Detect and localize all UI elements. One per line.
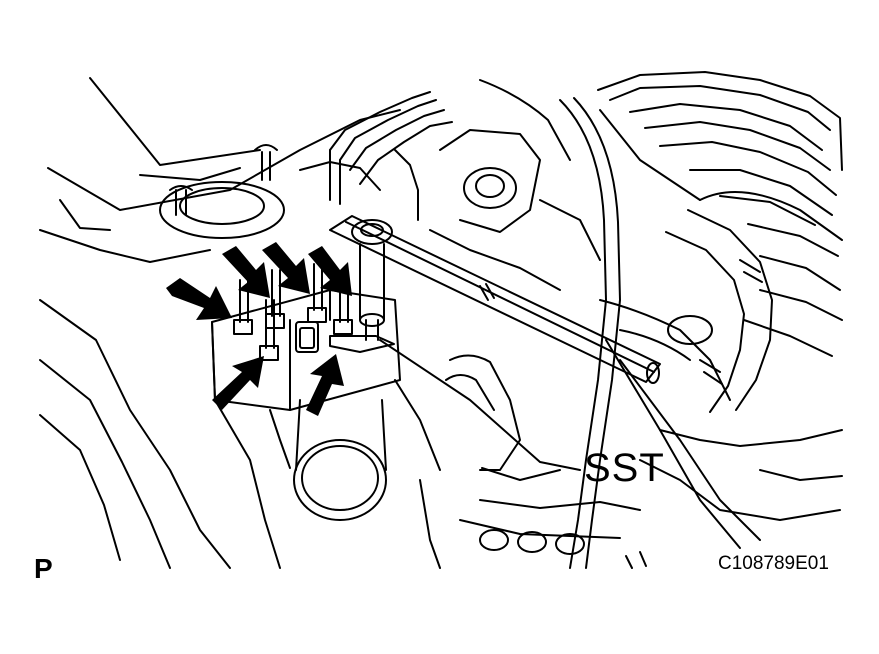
cable-harness bbox=[479, 79, 761, 569]
arrow-icon bbox=[166, 278, 232, 320]
arrow-icon bbox=[306, 354, 344, 416]
reservoir-cylinder bbox=[269, 399, 387, 521]
arrow-icon bbox=[222, 246, 270, 298]
engine-cover bbox=[597, 71, 843, 357]
arrow-icon bbox=[262, 242, 310, 294]
figure-code: C108789E01 bbox=[718, 553, 829, 574]
arrow-icon bbox=[212, 356, 264, 410]
wrench-icon bbox=[329, 215, 661, 384]
pulley bbox=[429, 129, 601, 291]
pointer-arrows bbox=[166, 242, 352, 416]
air-hose bbox=[599, 209, 773, 413]
strut-tower bbox=[159, 144, 381, 239]
sst-callout-label: SST bbox=[584, 446, 665, 490]
brake-tubes bbox=[329, 91, 453, 221]
abs-actuator bbox=[211, 289, 441, 569]
view-letter: P bbox=[34, 553, 53, 584]
sst-leader-line bbox=[379, 339, 581, 471]
lower-components bbox=[419, 354, 843, 569]
arrow-icon bbox=[308, 246, 352, 296]
